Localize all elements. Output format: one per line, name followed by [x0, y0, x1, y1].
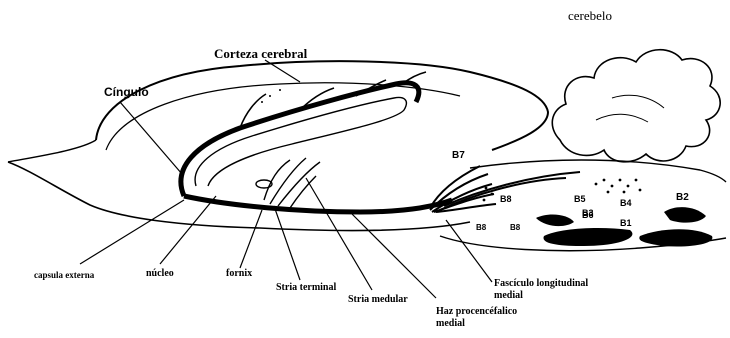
label-b2: B2 — [676, 192, 689, 203]
label-b3: B3 — [582, 208, 594, 218]
label-b1: B1 — [620, 218, 632, 228]
brain-left-contour — [8, 140, 96, 162]
label-nucleo: núcleo — [146, 268, 174, 279]
label-fasciculo-medial: medial — [494, 290, 523, 301]
label-corteza-cerebral: Corteza cerebral — [214, 46, 308, 61]
label-b4: B4 — [620, 198, 632, 208]
label-b8-lower-2: B8 — [510, 223, 521, 232]
label-haz-medial: medial — [436, 318, 465, 329]
brainstem-fibers — [430, 166, 580, 212]
label-stria-terminal: Stria terminal — [276, 282, 336, 293]
label-b7: B7 — [452, 150, 465, 161]
label-b8-lower: B8 — [476, 223, 487, 232]
label-cerebelo: cerebelo — [568, 8, 612, 23]
brain-lower-contour — [8, 162, 470, 230]
cerebellum-inner — [596, 95, 664, 122]
label-b5: B5 — [574, 194, 586, 204]
brainstem-upper — [470, 160, 726, 182]
label-fasciculo-longitudinal: Fascículo longitudinal — [494, 278, 588, 289]
label-b8-upper: B8 — [500, 194, 512, 204]
label-capsula-externa: capsula externa — [34, 270, 95, 280]
label-fornix: fornix — [226, 268, 252, 279]
label-stria-medular: Stria medular — [348, 294, 408, 305]
label-cingulo: Cíngulo — [104, 85, 149, 99]
label-haz-procencefalico: Haz procencéfalico — [436, 306, 517, 317]
cerebellum-outline — [552, 50, 720, 162]
